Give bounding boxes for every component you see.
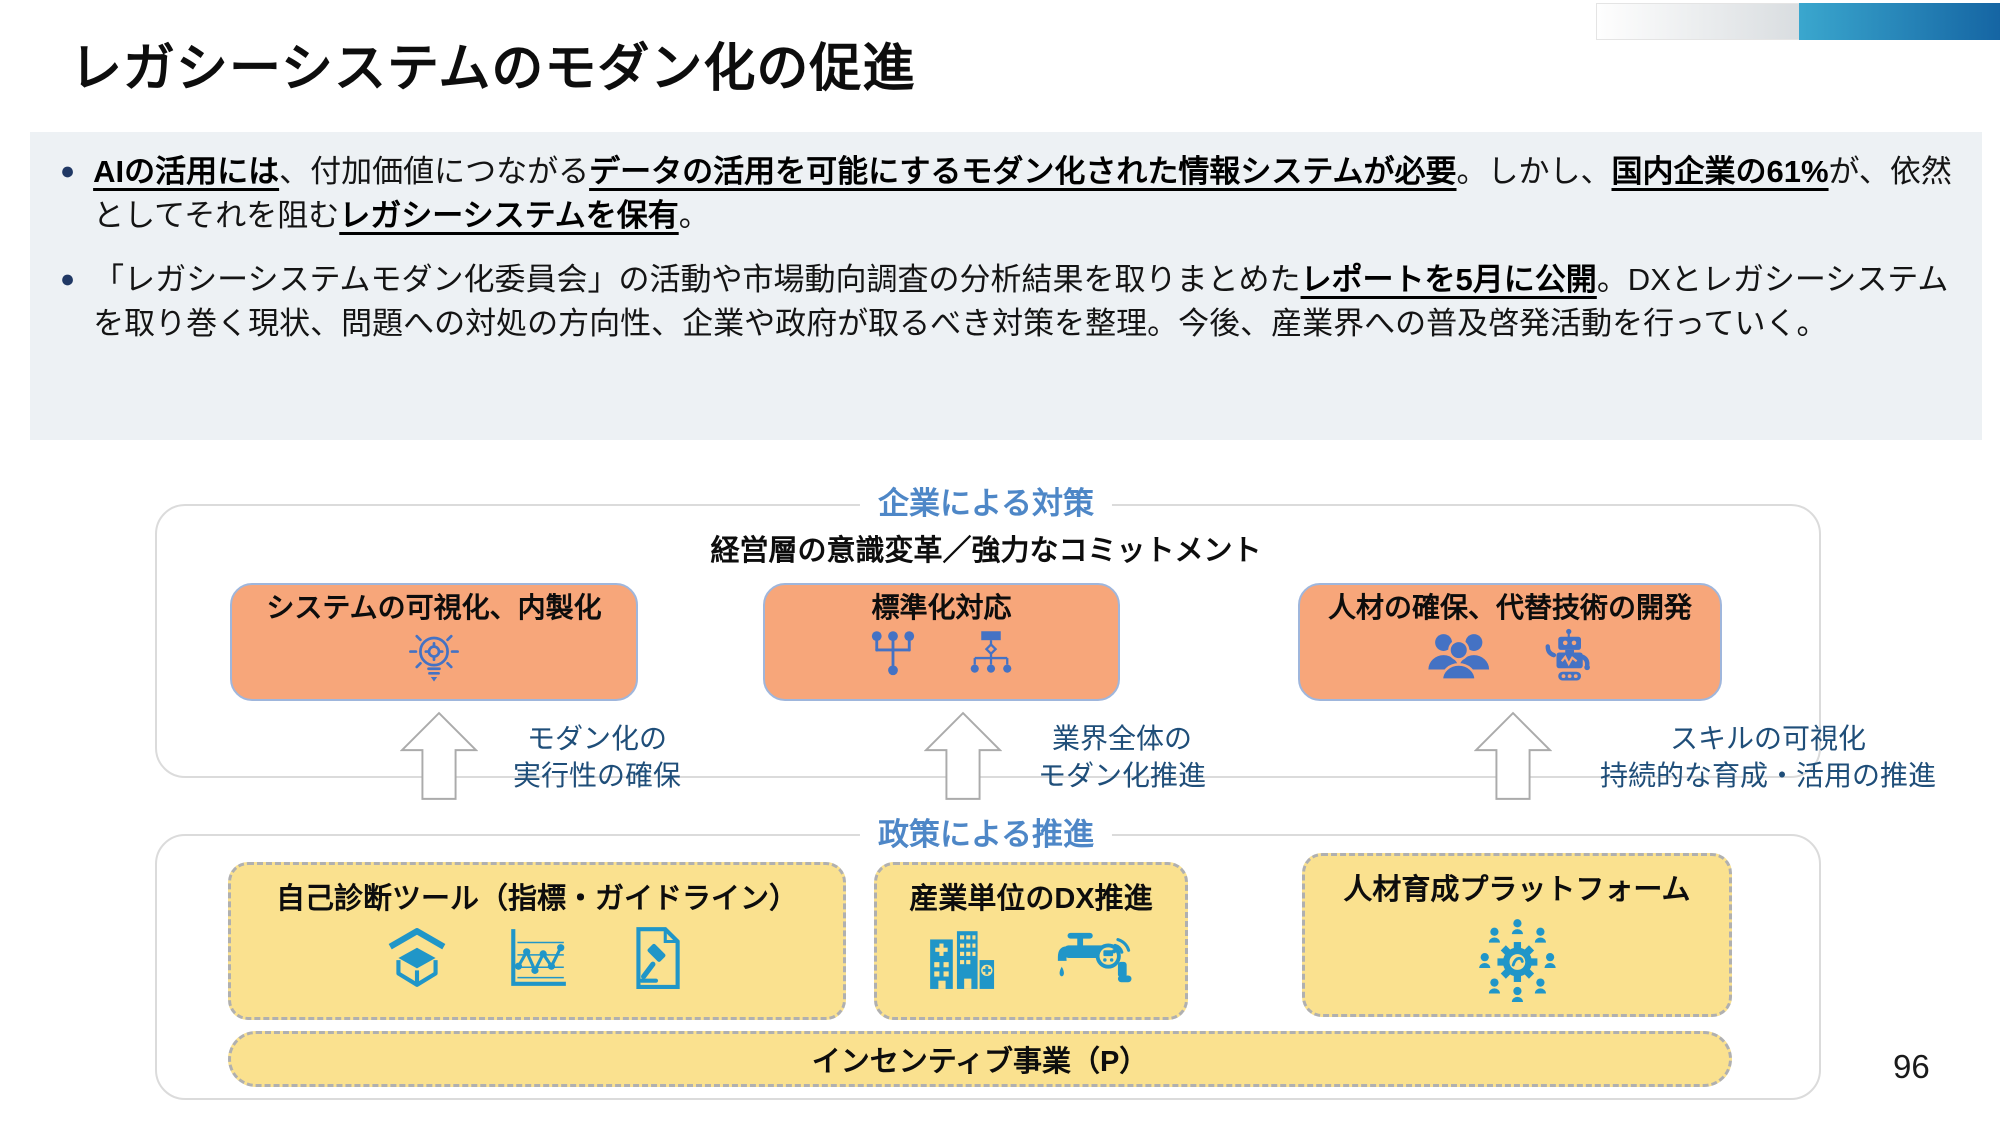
text-segment: 国内企業の61% <box>1611 154 1829 189</box>
text-segment: 。しかし、 <box>1456 154 1612 189</box>
policy-promotion-label: 政策による推進 <box>859 809 1113 854</box>
page-title: レガシーシステムのモダン化の促進 <box>70 40 916 98</box>
icon-row <box>765 628 1118 680</box>
org-tree-icon <box>970 630 1011 673</box>
box-title: 人材の確保、代替技術の開発 <box>1327 592 1692 623</box>
policy-box-self-diagnosis-tool: 自己診断ツール（指標・ガイドライン） <box>228 862 846 1020</box>
up-arrow-icon <box>1474 711 1552 800</box>
line-chart-icon <box>511 929 566 986</box>
company-box-standardization: 標準化対応 <box>763 583 1120 701</box>
label-line: 持続的な育成・活用の推進 <box>1599 759 1936 791</box>
policy-box-industry-dx: 産業単位のDX推進 <box>874 862 1188 1020</box>
document-gavel-icon <box>636 927 680 989</box>
robot-icon <box>1545 628 1590 681</box>
arrow-label-industry-modernization: 業界全体の モダン化推進 <box>1012 721 1232 795</box>
text-segment: 。 <box>678 198 710 234</box>
summary-panel: ● AIの活用には、付加価値につながるデータの活用を可能にするモダン化された情報… <box>30 132 1982 440</box>
icon-row <box>877 925 1185 991</box>
label-line: スキルの可視化 <box>1669 723 1866 754</box>
text-segment: 「レガシーシステムモダン化委員会」の活動や市場動向調査の分析結果を取りまとめた <box>93 262 1301 298</box>
icon-row <box>231 925 843 991</box>
text-segment: AIの活用には <box>93 154 280 189</box>
label-line: 実行性の確保 <box>512 759 681 791</box>
arrow-label-modernization-feasibility: モダン化の 実行性の確保 <box>492 721 702 795</box>
people-group-icon <box>1428 633 1490 681</box>
box-title: 自己診断ツール（指標・ガイドライン） <box>275 883 798 915</box>
box-title: 産業単位のDX推進 <box>909 883 1153 915</box>
bullet-text: 「レガシーシステムモダン化委員会」の活動や市場動向調査の分析結果を取りまとめたレ… <box>93 258 1958 346</box>
arrow-label-skill-visualization: スキルの可視化 持続的な育成・活用の推進 <box>1548 721 1988 795</box>
text-segment: 、付加価値につながる <box>279 154 590 189</box>
bullet-item: ● 「レガシーシステムモダン化委員会」の活動や市場動向調査の分析結果を取りまとめ… <box>60 258 1958 346</box>
company-measures-label: 企業による対策 <box>859 478 1113 523</box>
incentive-program-bar: インセンティブ事業（P） <box>228 1031 1732 1087</box>
box-title: 人材育成プラットフォーム <box>1343 874 1691 906</box>
decoration-gray-segment <box>1596 3 1799 40</box>
box-title: システムの可視化、内製化 <box>266 592 602 623</box>
label-line: モダン化推進 <box>1037 759 1206 791</box>
bullet-text: AIの活用には、付加価値につながるデータの活用を可能にするモダン化された情報シス… <box>93 150 1958 238</box>
box-title: 標準化対応 <box>871 592 1012 623</box>
text-segment: 。DXとレガシーシステムを取り巻く現状、問題への対処の方向性、企業や政府が取るべ… <box>93 262 1949 342</box>
bullet-icon: ● <box>60 265 76 294</box>
page-number: 96 <box>1893 1048 1930 1085</box>
bullet-icon: ● <box>60 157 76 185</box>
up-arrow-icon <box>400 711 478 800</box>
label-line: モダン化の <box>526 723 667 754</box>
policy-box-talent-platform: 人材育成プラットフォーム <box>1302 853 1732 1017</box>
bullet-item: ● AIの活用には、付加価値につながるデータの活用を可能にするモダン化された情報… <box>60 150 1958 238</box>
icon-row <box>232 628 636 686</box>
text-segment: データの活用を可能にするモダン化された情報システムが必要 <box>589 154 1457 189</box>
icon-row <box>1300 628 1720 684</box>
people-network-gear-icon <box>1478 919 1556 1002</box>
up-arrow-icon <box>924 711 1002 800</box>
company-subtitle: 経営層の意識変革／強力なコミットメント <box>710 535 1262 567</box>
smart-meter-icon <box>1058 932 1132 983</box>
text-segment: レポートを5月に公開 <box>1300 262 1597 298</box>
label-line: 業界全体の <box>1051 723 1192 754</box>
company-box-talent-technology: 人材の確保、代替技術の開発 <box>1298 583 1722 701</box>
company-box-system-visualization: システムの可視化、内製化 <box>230 583 638 701</box>
open-box-icon <box>388 928 446 987</box>
text-segment: レガシーシステムを保有 <box>339 198 679 234</box>
icon-row <box>1305 916 1729 1008</box>
lightbulb-gear-icon <box>409 634 459 682</box>
header-decoration-bar <box>1596 3 2000 40</box>
buildings-icon <box>930 931 995 989</box>
merge-icon <box>871 630 914 675</box>
decoration-blue-segment <box>1798 3 2000 40</box>
text-segment: が、依然としてそれを阻む <box>93 154 1952 234</box>
